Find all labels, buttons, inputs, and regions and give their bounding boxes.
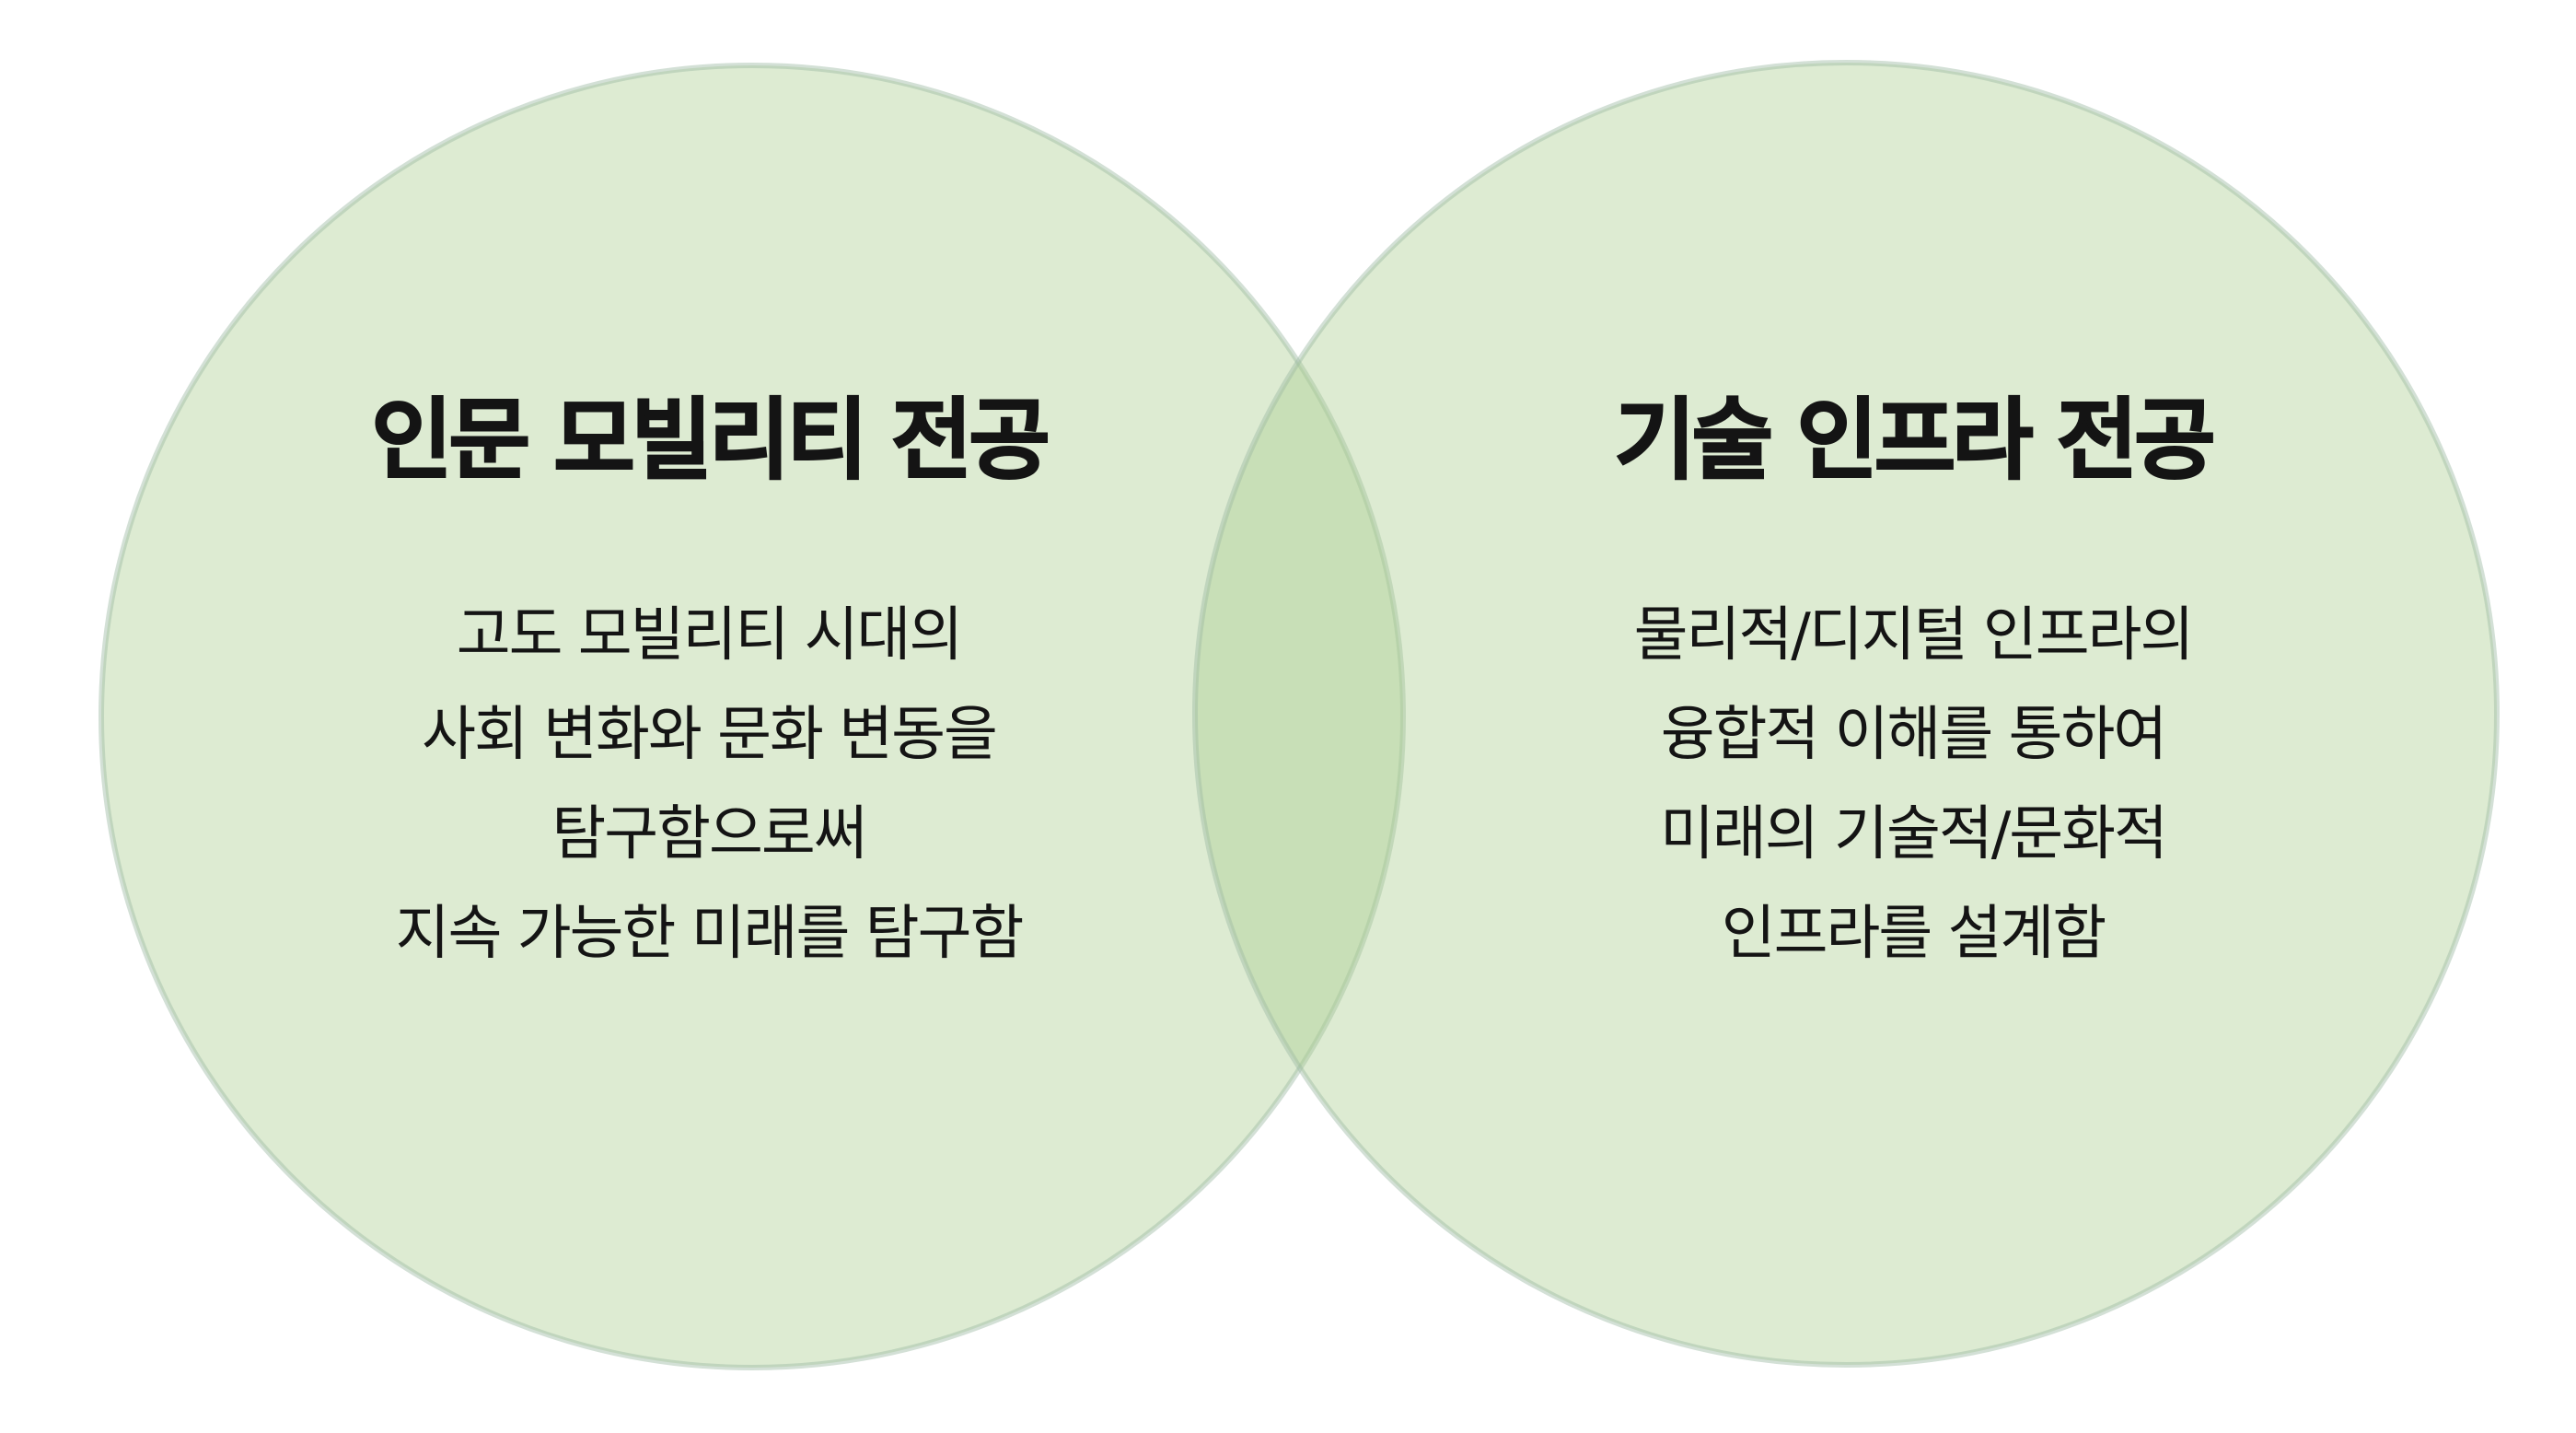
right-description-line: 미래의 기술적/문화적: [1660, 800, 2168, 868]
left-description-line: 고도 모빌리티 시대의: [456, 601, 964, 670]
left-description-line: 지속 가능한 미래를 탐구함: [395, 900, 1025, 968]
left-set-label: 인문 모빌리티 전공 고도 모빌리티 시대의 사회 변화와 문화 변동을 탐구함…: [249, 389, 1169, 984]
left-description-line: 사회 변화와 문화 변동을: [422, 701, 998, 769]
left-title: 인문 모빌리티 전공: [370, 389, 1050, 492]
left-description-line: 탐구함으로써: [551, 800, 867, 868]
right-description-line: 융합적 이해를 통하여: [1660, 701, 2168, 769]
left-description: 고도 모빌리티 시대의 사회 변화와 문화 변동을 탐구함으로써 지속 가능한 …: [249, 586, 1169, 984]
right-set-label: 기술 인프라 전공 물리적/디지털 인프라의 융합적 이해를 통하여 미래의 기…: [1453, 389, 2373, 984]
left-circle: [99, 63, 1406, 1370]
right-title: 기술 인프라 전공: [1613, 389, 2216, 492]
right-description: 물리적/디지털 인프라의 융합적 이해를 통하여 미래의 기술적/문화적 인프라…: [1453, 586, 2373, 984]
right-description-line: 인프라를 설계함: [1721, 900, 2107, 968]
right-description-line: 물리적/디지털 인프라의: [1633, 601, 2195, 670]
right-circle: [1192, 60, 2500, 1368]
